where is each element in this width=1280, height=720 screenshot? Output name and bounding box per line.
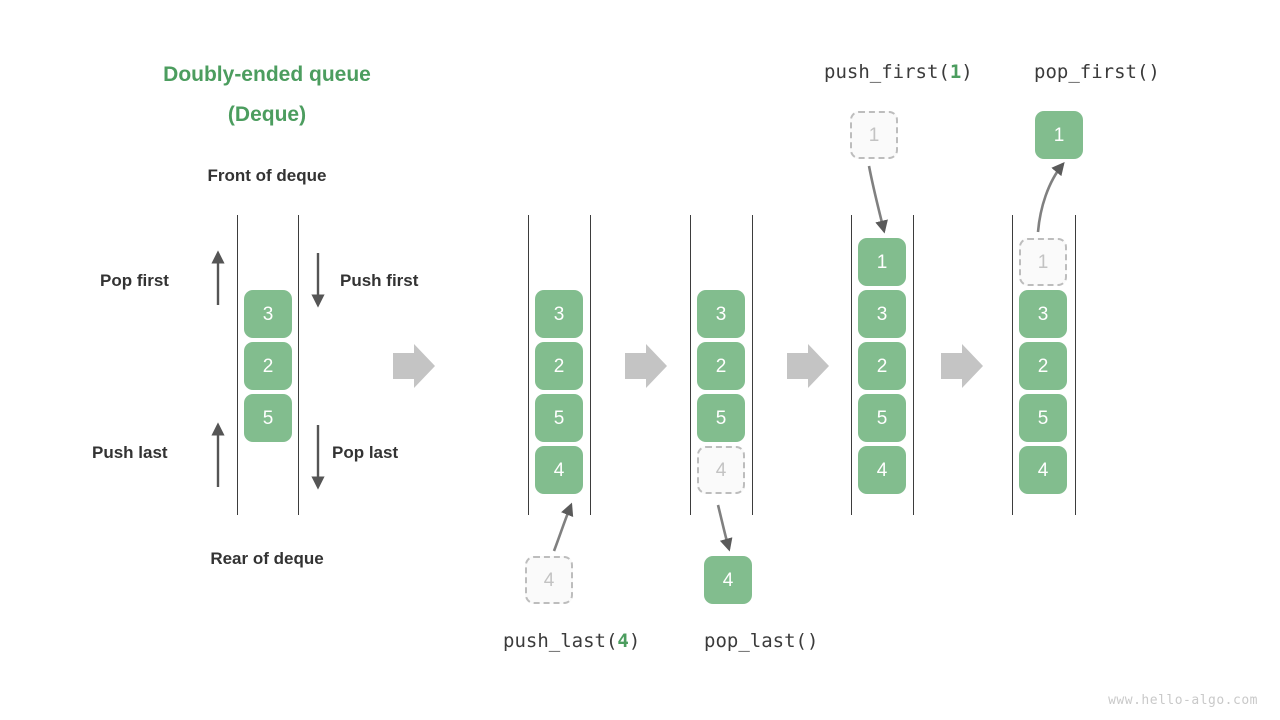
deque-cell-ghost: 4 — [697, 446, 745, 494]
floating-cell-push-first-incoming: 1 — [850, 111, 898, 159]
op-push-last-close: ) — [628, 630, 641, 652]
op-push-first-close: ) — [961, 61, 973, 83]
arrow-push-first-flow-icon — [867, 165, 888, 234]
page-title-line-2: (Deque) — [227, 103, 307, 126]
deque-cell: 4 — [1019, 446, 1067, 494]
deque-cell: 3 — [244, 290, 292, 338]
floating-cell-pop-last-outgoing: 4 — [704, 556, 752, 604]
rail-left — [690, 215, 691, 515]
deque-cell: 3 — [858, 290, 906, 338]
page-title: Doubly-ended queue (Deque) — [107, 55, 427, 135]
deque-cell: 3 — [697, 290, 745, 338]
deque-cell: 4 — [858, 446, 906, 494]
deque-cell: 5 — [1019, 394, 1067, 442]
deque-cell: 3 — [535, 290, 583, 338]
deque-cell: 2 — [535, 342, 583, 390]
rail-left — [528, 215, 529, 515]
rail-left — [237, 215, 238, 515]
label-push-first: Push first — [340, 271, 419, 290]
watermark: www.hello-algo.com — [1108, 693, 1258, 708]
rail-left — [851, 215, 852, 515]
op-label-push-last: push_last(4) — [503, 630, 640, 652]
transition-arrow-icon — [787, 344, 829, 388]
op-label-push-first: push_first(1) — [824, 61, 973, 83]
deque-cell: 5 — [244, 394, 292, 442]
label-pop-last: Pop last — [332, 443, 399, 462]
op-push-first-name: push_first( — [824, 61, 950, 83]
deque-cell: 1 — [858, 238, 906, 286]
label-front-of-deque: Front of deque — [207, 166, 327, 185]
deque-cell: 2 — [697, 342, 745, 390]
rail-right — [590, 215, 591, 515]
op-label-pop-last: pop_last() — [704, 630, 819, 652]
op-label-pop-first: pop_first() — [1034, 61, 1160, 83]
deque-cell: 3 — [1019, 290, 1067, 338]
floating-cell-pop-first-outgoing: 1 — [1035, 111, 1083, 159]
arrow-pop-last-flow-icon — [716, 504, 733, 552]
op-push-first-arg: 1 — [949, 61, 962, 83]
deque-cell: 5 — [697, 394, 745, 442]
rail-right — [1075, 215, 1076, 515]
op-push-last-arg: 4 — [617, 630, 629, 652]
rail-left — [1012, 215, 1013, 515]
deque-cell: 5 — [535, 394, 583, 442]
deque-cell: 4 — [535, 446, 583, 494]
label-pop-first: Pop first — [100, 271, 169, 290]
page-title-line-1: Doubly-ended queue — [163, 63, 371, 86]
transition-arrow-icon — [625, 344, 667, 388]
rail-right — [752, 215, 753, 515]
arrow-push-last-flow-icon — [552, 502, 574, 552]
transition-arrow-icon — [941, 344, 983, 388]
transition-arrow-icon — [393, 344, 435, 388]
deque-cell-ghost: 1 — [1019, 238, 1067, 286]
arrow-pop-first-flow-icon — [1036, 162, 1065, 233]
label-rear-of-deque: Rear of deque — [210, 549, 324, 568]
rail-right — [298, 215, 299, 515]
deque-cell: 2 — [858, 342, 906, 390]
deque-cell: 2 — [244, 342, 292, 390]
deque-cell: 5 — [858, 394, 906, 442]
floating-cell-push-last-incoming: 4 — [525, 556, 573, 604]
deque-cell: 2 — [1019, 342, 1067, 390]
op-push-last-name: push_last( — [503, 630, 618, 652]
label-push-last: Push last — [92, 443, 168, 462]
rail-right — [913, 215, 914, 515]
